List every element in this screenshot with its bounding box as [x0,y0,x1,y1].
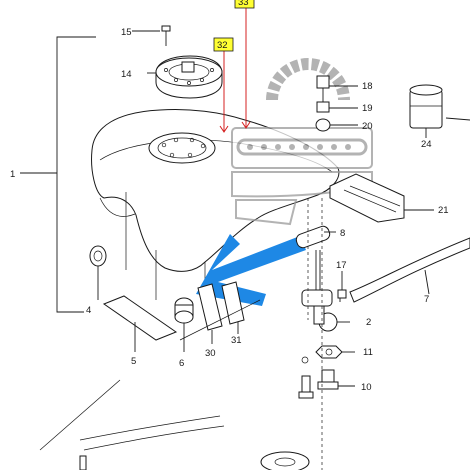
lower-ring [260,451,310,470]
rubber-grommet-4 [89,245,107,300]
collar-19 [316,101,358,113]
callout-1: 1 [10,169,15,180]
callout-30: 30 [205,348,216,359]
chain-gear-logo-icon [231,58,373,226]
pad-5 [102,295,178,352]
callout-17: 17 [336,260,347,271]
callout-2: 2 [366,317,371,328]
callout-5: 5 [131,356,136,367]
callout-box-33 [234,0,255,9]
callout-15: 15 [121,27,132,38]
callout-14: 14 [121,69,132,80]
gasket-8 [295,225,336,249]
fuel-cock-2 [301,289,350,332]
callout-8: 8 [340,228,345,239]
callout-11: 11 [363,347,373,358]
washer-11 [301,345,355,364]
callout-31: 31 [231,335,242,346]
red-leaders [219,8,251,133]
callout-24: 24 [421,139,432,150]
callout-21: 21 [438,205,449,216]
callout-7: 7 [424,294,429,305]
bracket-1 [20,36,96,313]
frame-line-2 [179,299,261,341]
cushion-6 [174,297,194,352]
damper-24 [409,84,470,138]
bolt-10 [298,369,355,399]
callout-32: 32 [217,40,228,51]
lower-hose [79,415,225,470]
fuel-pipe [315,250,321,290]
callout-box-32 [213,37,234,52]
callout-19: 19 [362,103,373,114]
fuel-hose-7 [349,237,470,303]
frame-line [39,379,121,451]
callout-20: 20 [362,121,373,132]
bracket-21 [329,173,434,223]
callout-6: 6 [179,358,184,369]
clip-17 [337,271,347,299]
fuel-cap-14 [155,55,223,99]
bolt-18 [316,75,358,104]
grommet-20 [315,118,358,132]
screw-15 [132,25,171,46]
callout-33: 33 [238,0,249,8]
callout-10: 10 [361,382,372,393]
callout-4: 4 [86,305,91,316]
strip-30-31 [197,281,245,344]
callout-18: 18 [362,81,373,92]
